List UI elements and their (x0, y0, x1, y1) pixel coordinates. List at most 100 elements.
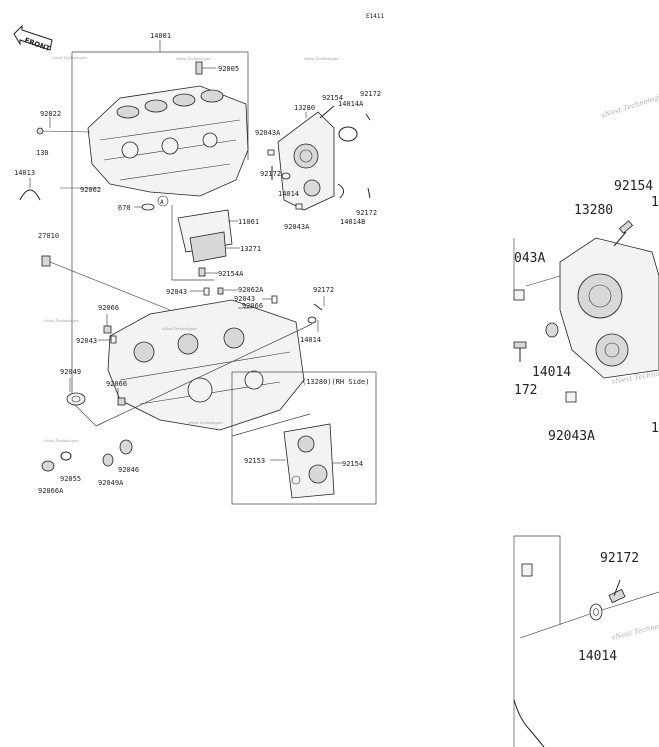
ring-14014B (337, 183, 344, 199)
label-92172-top: 92172 (360, 90, 381, 98)
bolt-92154A (198, 267, 206, 277)
label-92154-top: 92154 (322, 94, 343, 102)
label-92005: 92005 (218, 65, 239, 73)
watermark-1: vNext Technologies (52, 56, 87, 60)
label-14001: 14001 (150, 32, 171, 40)
zoom-label-1: 1 (651, 421, 659, 436)
ring-14014A (338, 126, 358, 142)
label-92043-a: 92043 (166, 288, 187, 296)
label-92049: 92049 (60, 368, 81, 376)
watermark-7: vNext Technologies (188, 421, 223, 425)
plug-27010 (41, 255, 51, 267)
zoom-top: vNext Technologies (513, 91, 659, 403)
dowel-92043-a (203, 287, 210, 296)
label-92062A: 92062A (238, 286, 264, 294)
screw-92172-top (365, 113, 371, 121)
label-92066-c: 92066 (242, 302, 263, 310)
zoom-label-92043A: 92043A (548, 429, 595, 444)
zoom-label-14014: 14014 (532, 365, 571, 380)
bolt-92005 (195, 61, 203, 75)
label-92066-b: 92066 (106, 380, 127, 388)
seal-92049 (66, 392, 86, 406)
label-13271: 13271 (240, 245, 261, 253)
label-92043A-top: 92043A (255, 129, 281, 137)
watermark-2: vNext Technologies (176, 57, 211, 61)
gasket-frame (171, 205, 214, 281)
inset-cover-13280 (283, 423, 335, 499)
lower-frame-left (71, 350, 97, 427)
watermark-zoom-3: vNext Technologies (611, 617, 659, 642)
zoom-label-172: 172 (514, 383, 537, 398)
zoom-label-043A: 043A (514, 251, 545, 266)
dowel-92043-c (110, 335, 117, 344)
diagram-code: E1411 (366, 13, 384, 20)
label-14014B: 14014B (340, 218, 365, 226)
label-14014-mid: 14014 (278, 190, 299, 198)
seal-92049A (102, 453, 114, 467)
cover-13280 (277, 111, 335, 211)
label-92066A: 92066A (38, 487, 64, 495)
inset-connector (231, 413, 311, 437)
label-130: 130 (36, 149, 49, 157)
label-92049A: 92049A (98, 479, 124, 487)
zoom-label-14014-bottom: 14014 (578, 649, 617, 664)
label-92046: 92046 (118, 466, 139, 474)
label-92154A: 92154A (218, 270, 244, 278)
screw-92172-low (313, 303, 323, 311)
label-92172-right: 92172 (356, 209, 377, 217)
label-92154-inset: 92154 (342, 460, 363, 468)
watermark-6: vNext Technologies (44, 439, 79, 443)
watermark-4: vNext Technologies (44, 319, 79, 323)
label-14014-low: 14014 (300, 336, 321, 344)
label-92043-c: 92043 (76, 337, 97, 345)
watermark-5: vNext Technologies (162, 327, 197, 331)
label-92172-mid: 92172 (260, 170, 281, 178)
seal-92066A (41, 460, 55, 472)
lower-crankcase (107, 299, 305, 431)
lower-frame-diag (95, 323, 313, 427)
label-92055: 92055 (60, 475, 81, 483)
cover-13271 (189, 231, 227, 263)
dowel-92043-b (271, 295, 278, 304)
upper-frame-top (72, 51, 249, 160)
dowel-92043A-top (267, 149, 275, 156)
zoom-label-14: 14 (651, 195, 659, 210)
oring-670 (141, 203, 155, 211)
label-13280: 13280 (294, 104, 315, 112)
bearing-92046 (119, 439, 133, 455)
bolt-92154-top (319, 105, 335, 119)
screw-92172-right (367, 187, 371, 199)
label-92172-low: 92172 (313, 286, 334, 294)
label-92043-b: 92043 (234, 295, 255, 303)
watermark-zoom-1: vNext Technologies (600, 91, 659, 120)
plug-92066-b (117, 397, 126, 406)
label-92043A-mid: 92043A (284, 223, 310, 231)
label-92062: 92062 (80, 186, 101, 194)
inset-frame (231, 371, 377, 505)
label-11061: 11061 (238, 218, 259, 226)
front-arrow-icon: FRONT (13, 24, 53, 53)
ring-14014-low (307, 316, 317, 324)
label-670: 670 (118, 204, 131, 212)
clip-14013 (19, 189, 41, 201)
zoom-label-92154: 92154 (614, 179, 653, 194)
ring-92055 (60, 451, 72, 461)
upper-crankcase (87, 85, 249, 197)
label-92022: 92022 (40, 110, 61, 118)
label-A: A (160, 199, 164, 206)
plug-92066-a (103, 325, 112, 334)
label-92153: 92153 (244, 457, 265, 465)
dowel-92043A-mid (295, 203, 303, 210)
plug-92022 (36, 127, 44, 135)
ring-14014-mid (281, 172, 291, 180)
label-27010: 27010 (38, 232, 59, 240)
zoom-label-13280: 13280 (574, 203, 613, 218)
label-14013: 14013 (14, 169, 35, 177)
label-14014A: 14014A (338, 100, 364, 108)
label-92066-a: 92066 (98, 304, 119, 312)
zoom-bottom (513, 535, 659, 747)
zoom-label-92172: 92172 (600, 551, 639, 566)
inset-title: (13280)(RH Side) (302, 378, 369, 386)
watermark-3: vNext Technologies (304, 57, 339, 61)
